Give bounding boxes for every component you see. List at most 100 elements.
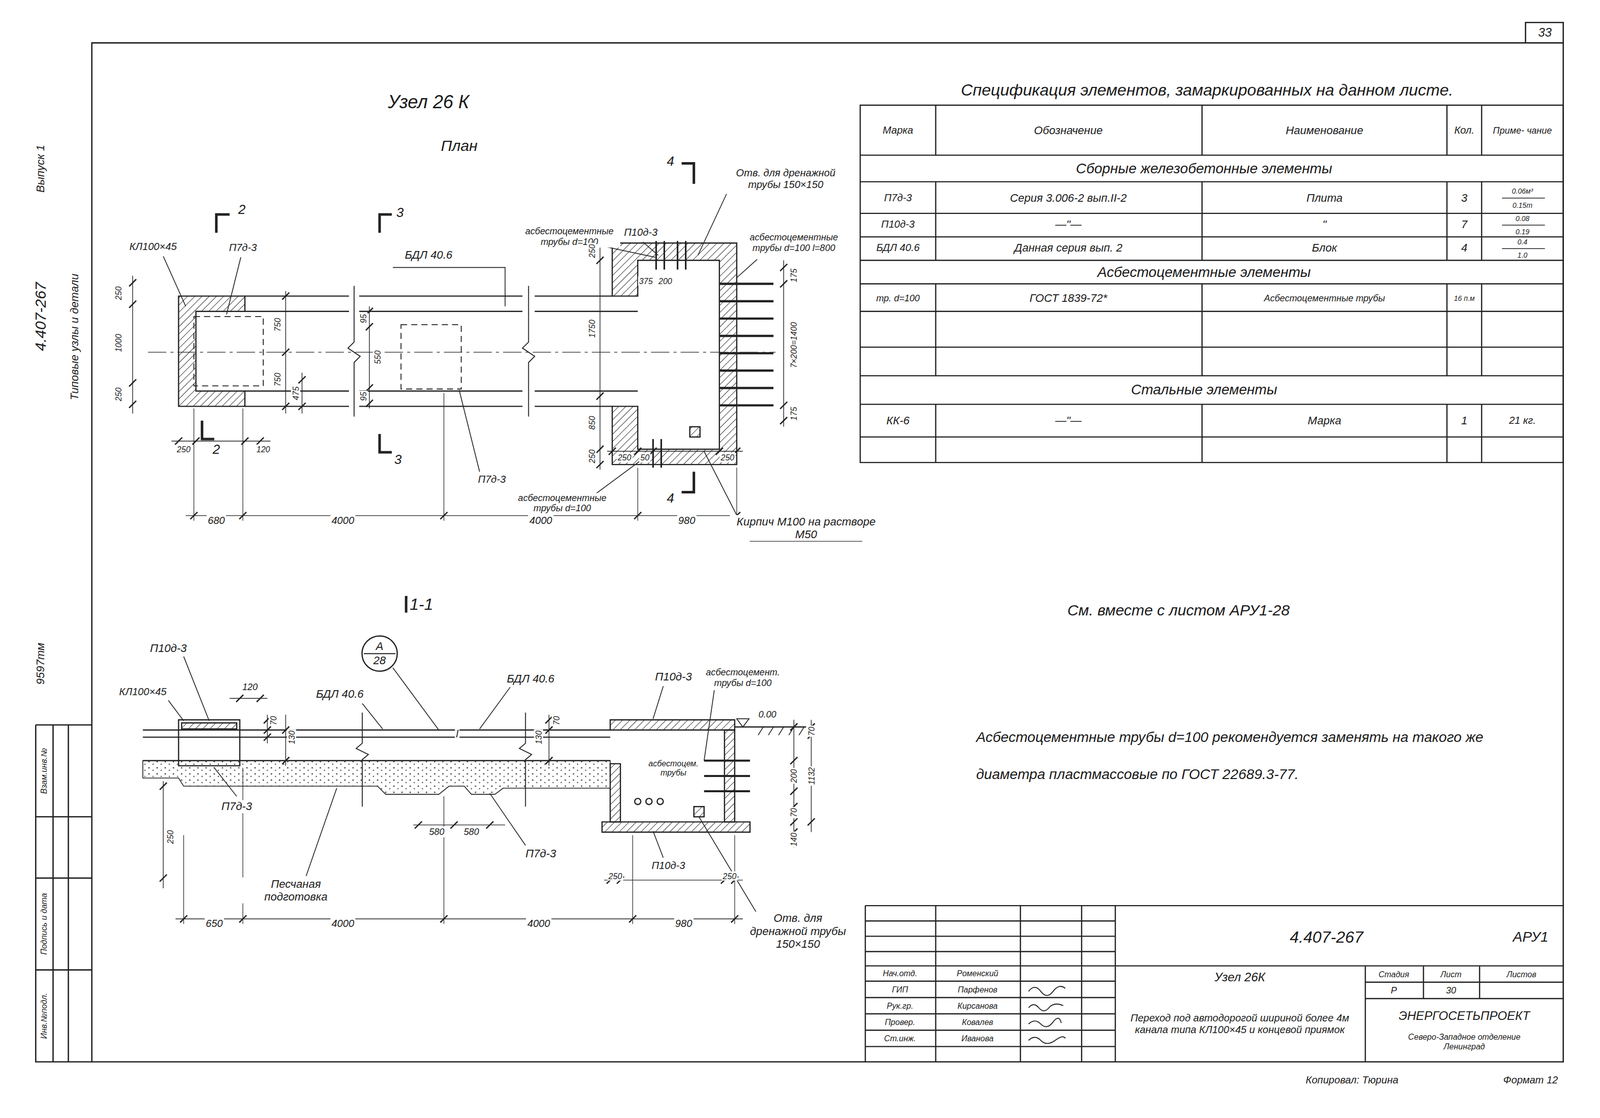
dimension-line — [545, 757, 553, 765]
dimension-number: 7×200=1400 — [789, 321, 799, 369]
drawing-label: асбестоцементные трубы d=100 — [518, 226, 621, 248]
drawing-label: Плита — [1305, 191, 1344, 205]
drawing-label: Иванова — [960, 1033, 995, 1043]
drawing-label: Нач.отд. — [882, 967, 919, 978]
dimension-number: 130 — [534, 729, 544, 745]
dimension-line — [596, 460, 604, 468]
drawing-label: Блок — [1310, 241, 1339, 255]
drawing-label: Ст.инж. — [883, 1033, 917, 1043]
dimension-line — [175, 918, 743, 920]
dimension-line — [413, 824, 506, 826]
dimension-line — [129, 236, 815, 923]
sheet-frame — [35, 724, 92, 1062]
dimension-number: 250 — [587, 243, 597, 260]
plan-view — [719, 284, 774, 406]
drawing-label: БДЛ 40.6 — [874, 242, 921, 255]
section-mark — [379, 433, 392, 453]
dimension-number: 4 — [665, 153, 676, 169]
leader-line — [392, 267, 506, 306]
dimension-number: 0.19 — [1514, 227, 1531, 236]
dimension-line — [281, 292, 290, 300]
dimension-number: 1.0 — [1516, 251, 1529, 260]
drawing-label: Выпуск 1 — [34, 143, 48, 194]
leader-line — [226, 257, 241, 315]
drawing-label: Обозначение — [1032, 123, 1105, 137]
dimension-line — [281, 757, 290, 765]
sheet-frame — [35, 22, 1563, 1062]
drawing-label: —"— — [1053, 217, 1083, 231]
dimension-number: 1-1 — [407, 594, 435, 614]
dimension-number: 580 — [462, 826, 481, 838]
dimension-number: 3 — [392, 451, 404, 467]
dimension-line — [596, 445, 604, 453]
dimension-line — [607, 450, 743, 452]
signature — [1028, 1004, 1063, 1011]
dimension-number: 250 — [113, 285, 123, 301]
dimension-line — [239, 915, 247, 923]
section-view — [610, 719, 735, 730]
dimension-number: 2 — [236, 201, 248, 217]
dimension-line — [236, 694, 244, 702]
drawing-label: Сборные железобетонные элементы — [1074, 160, 1334, 177]
dimension-number: 3 — [1459, 191, 1469, 205]
dimension-number: 4000 — [330, 918, 356, 930]
dimension-number: 475 — [291, 385, 301, 401]
section-view — [602, 821, 750, 832]
leader-line — [489, 793, 526, 845]
drawing-title: Узел 26 К — [385, 91, 472, 113]
drawing-label: Подпись и дата — [39, 892, 49, 956]
dimension-number: 680 — [206, 514, 227, 527]
section-view — [181, 722, 237, 729]
dimension-line — [440, 512, 448, 520]
dimension-line — [159, 782, 167, 790]
dimension-number: 1 — [1459, 414, 1469, 427]
dimension-number: 980 — [673, 918, 694, 930]
dimension-line — [649, 447, 657, 455]
dimension-number: 70 — [551, 715, 561, 727]
dimension-line — [129, 379, 137, 387]
title-block — [865, 905, 1564, 1062]
drawing-label: Лист — [1439, 968, 1463, 979]
plan-view — [194, 316, 462, 390]
leader-line — [163, 194, 863, 914]
dimension-line — [281, 348, 290, 356]
leader-line — [479, 686, 511, 729]
plan-view — [147, 240, 776, 521]
dimension-number: 750 — [272, 371, 282, 388]
dimension-line — [129, 278, 137, 287]
dimension-line — [450, 821, 458, 829]
leader-line — [652, 830, 664, 858]
dimension-number: 0.4 — [1516, 237, 1529, 246]
dimension-line — [263, 733, 271, 741]
section-view — [656, 798, 664, 805]
leader-line — [392, 667, 439, 731]
dimension-number: 33 — [1536, 25, 1554, 40]
plan-view — [652, 438, 662, 468]
section-mark — [202, 163, 695, 613]
drawing-label: П10д-3 — [880, 218, 917, 231]
dimension-line — [629, 915, 637, 923]
drawing-label: Провер. — [883, 1017, 917, 1027]
callout-text: А — [375, 639, 384, 653]
dimension-number: 130 — [287, 729, 297, 745]
dimension-line — [298, 375, 306, 384]
leader-line — [362, 703, 383, 729]
section-view — [758, 727, 804, 736]
drawing-label: 21 кг. — [1508, 414, 1538, 427]
drawing-label: Кол. — [1453, 124, 1476, 137]
dimension-number: l — [454, 728, 460, 740]
drawing-label: Инв.№подл. — [39, 991, 49, 1041]
dimension-line — [174, 437, 182, 445]
drawing-label: Асбестоцементные трубы d=100 рекомендует… — [974, 718, 1557, 793]
drawing-label: Асбестоцементные трубы — [1263, 292, 1387, 304]
drawing-label: 0.06м³ — [1511, 186, 1534, 196]
drawing-label: Песчаная подготовка — [239, 877, 353, 904]
dimension-number: 250 — [607, 871, 624, 881]
drawing-label: П7д-3 — [883, 192, 914, 204]
section-mark — [681, 471, 695, 492]
leader-line — [163, 256, 186, 306]
dimension-number: 850 — [587, 414, 597, 431]
callout-circle: А28 — [361, 635, 398, 672]
dimension-number: 30 — [1445, 984, 1458, 996]
drawing-label: Переход под автодорогой шириной более 4м… — [1122, 1012, 1358, 1036]
